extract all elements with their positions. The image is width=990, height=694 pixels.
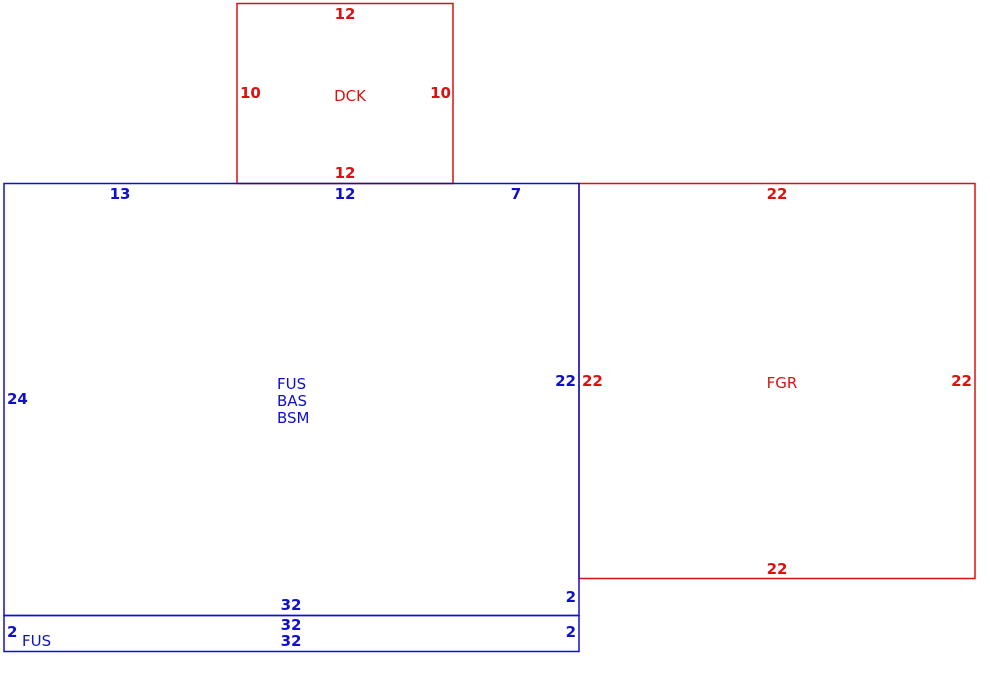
main-dim-top-right: 7 [511, 185, 521, 203]
fus-strip-dim-right: 2 [566, 623, 576, 641]
dck-dim-left: 10 [240, 84, 261, 102]
main-dim-left: 24 [7, 390, 28, 408]
main-dim-right: 22 [555, 372, 576, 390]
fgr-dim-bottom: 22 [767, 560, 788, 578]
fgr-dim-right: 22 [951, 372, 972, 390]
dck-dim-bottom: 12 [335, 164, 356, 182]
fgr-dim-left: 22 [582, 372, 603, 390]
main-dim-bottom: 32 [281, 596, 302, 614]
main-code-bsm: BSM [277, 409, 310, 427]
main-area: 13 12 7 24 22 32 2 FUS BAS BSM [3, 182, 580, 617]
fgr-code: FGR [767, 374, 798, 392]
fus-strip-dim-bottom: 32 [281, 632, 302, 650]
main-dim-top-left: 13 [110, 185, 131, 203]
dck-dim-top: 12 [335, 5, 356, 23]
dck-area: 12 10 10 12 DCK [236, 2, 454, 185]
fus-strip-outline [3, 614, 580, 653]
fgr-area: 22 22 22 22 FGR [578, 182, 976, 580]
fus-strip-area: 32 32 2 2 FUS [3, 614, 580, 653]
fgr-dim-top: 22 [767, 185, 788, 203]
main-code-fus: FUS [277, 375, 306, 393]
fus-strip-dim-top: 32 [281, 616, 302, 634]
main-code-bas: BAS [277, 392, 307, 410]
fus-strip-code: FUS [22, 632, 51, 650]
fus-strip-dim-left: 2 [7, 623, 17, 641]
main-dim-bottom-right: 2 [566, 588, 576, 606]
dck-dim-right: 10 [430, 84, 451, 102]
dck-code: DCK [334, 87, 367, 105]
main-dim-top-mid: 12 [335, 185, 356, 203]
